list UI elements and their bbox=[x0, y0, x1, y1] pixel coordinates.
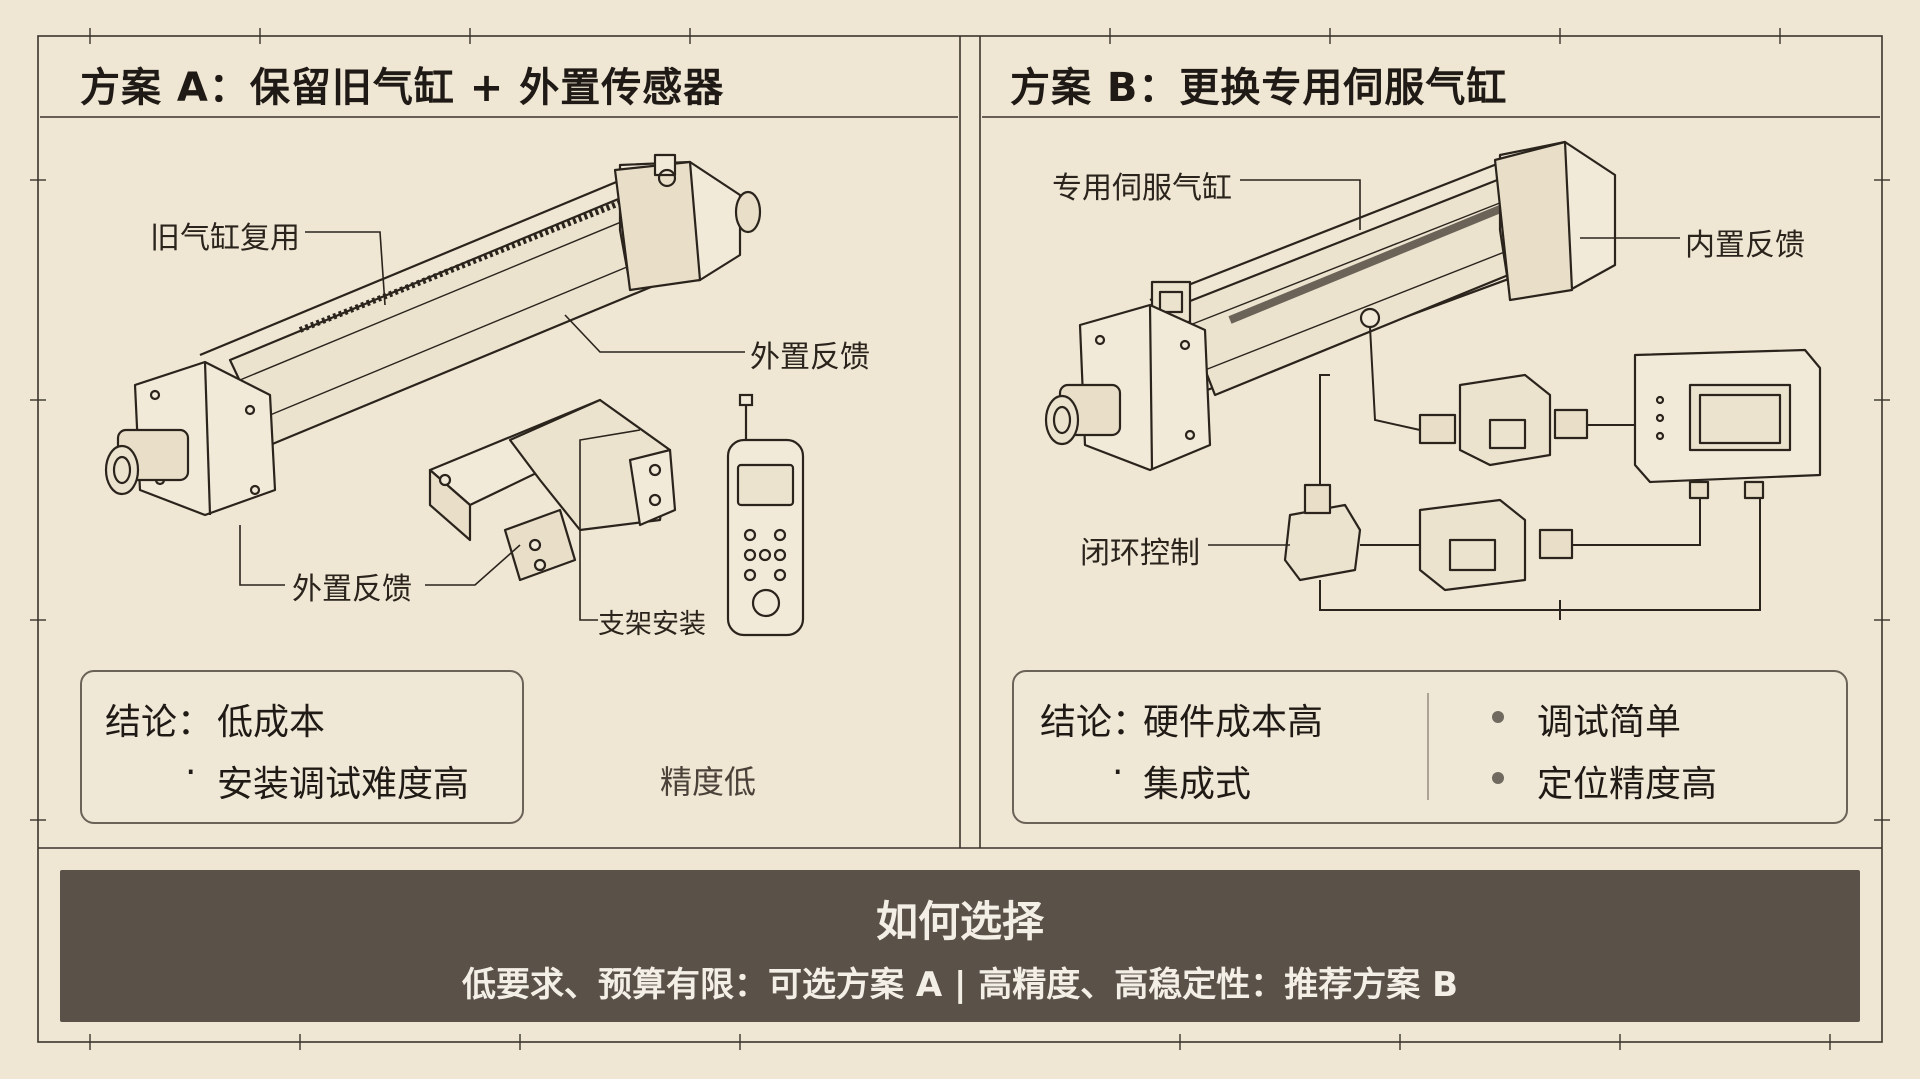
bullet-dot: · bbox=[1112, 752, 1124, 793]
banner-subtitle: 低要求、预算有限：可选方案 A | 高精度、高稳定性：推荐方案 B bbox=[462, 965, 1458, 1005]
conclusion-a-label: 结论： bbox=[105, 702, 214, 743]
bullet-dot bbox=[1492, 711, 1504, 723]
ruler-ticks bbox=[30, 28, 1890, 1050]
pneumatic-lines bbox=[1319, 326, 1761, 620]
conclusion-box-a bbox=[80, 670, 524, 824]
banner-title: 如何选择 bbox=[875, 897, 1044, 946]
panel-a-leader-lines bbox=[239, 231, 745, 621]
conclusion-b-point2: 集成式 bbox=[1143, 764, 1252, 805]
callout-external-feedback-left: 外置反馈 bbox=[292, 572, 412, 607]
callout-servo-cylinder: 专用伺服气缸 bbox=[1052, 171, 1232, 206]
conclusion-b-label: 结论： bbox=[1040, 702, 1149, 743]
bullet-dot: · bbox=[185, 752, 197, 793]
conclusion-b-point1: 硬件成本高 bbox=[1143, 702, 1324, 743]
valve-and-controller-drawing bbox=[1283, 348, 1822, 592]
conclusion-a-point3: 精度低 bbox=[660, 763, 757, 801]
bullet-dot bbox=[1492, 772, 1504, 784]
handheld-sensor-device-drawing bbox=[726, 393, 805, 637]
conclusion-a-point1: 低成本 bbox=[217, 702, 326, 743]
old-cylinder-drawing bbox=[104, 153, 762, 517]
recommendation-banner bbox=[60, 870, 1860, 1022]
callout-internal-feedback: 内置反馈 bbox=[1685, 228, 1805, 263]
conclusion-a-point2: 安装调试难度高 bbox=[217, 764, 470, 805]
conclusion-b-point3: 调试简单 bbox=[1537, 702, 1682, 743]
conclusion-box-b bbox=[1012, 670, 1848, 824]
callout-old-cylinder: 旧气缸复用 bbox=[150, 221, 300, 256]
callout-external-feedback-right: 外置反馈 bbox=[750, 340, 870, 375]
page-frame bbox=[37, 35, 1883, 1043]
panel-a-title: 方案 A：保留旧气缸 + 外置传感器 bbox=[80, 65, 725, 111]
mounting-bracket-drawing bbox=[428, 398, 677, 582]
conclusion-b-point4: 定位精度高 bbox=[1537, 764, 1718, 805]
panel-b-title: 方案 B：更换专用伺服气缸 bbox=[1010, 65, 1508, 111]
callout-closed-loop: 闭环控制 bbox=[1080, 536, 1200, 571]
callout-bracket-mount: 支架安装 bbox=[598, 609, 706, 640]
servo-cylinder-drawing bbox=[1044, 140, 1617, 472]
panel-b-leader-lines bbox=[1208, 179, 1680, 546]
